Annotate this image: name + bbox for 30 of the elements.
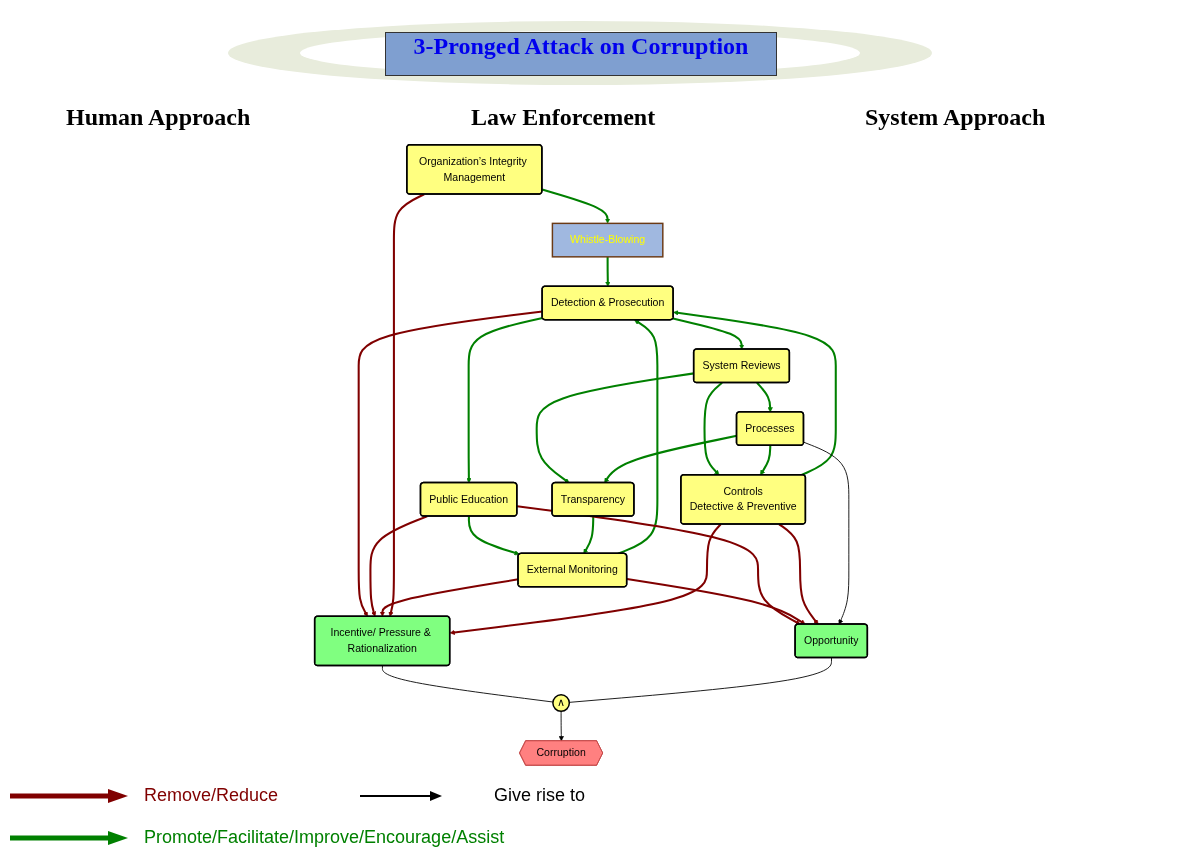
arrow [541, 188, 611, 224]
node-circle: ∧ [552, 694, 571, 713]
arrow [617, 319, 659, 555]
legend-label: Remove/Reduce [144, 785, 279, 806]
legend-label: Promote/Facilitate/Improve/Encourage/Assist [144, 827, 505, 848]
arrow [672, 317, 745, 350]
arrow [703, 382, 723, 476]
arrow [357, 310, 543, 617]
arrow [756, 382, 773, 413]
arrow [388, 193, 425, 617]
connector [568, 657, 832, 703]
arrow [583, 516, 595, 554]
section-heading: Law Enforcement [471, 104, 656, 131]
arrow [379, 578, 519, 617]
node-box: Whistle-Blowing [551, 222, 664, 258]
legend-label: Give rise to [494, 785, 586, 806]
arrow [467, 516, 520, 556]
arrow [778, 523, 819, 625]
arrow [466, 317, 543, 484]
arrow [604, 434, 737, 484]
section-heading: System Approach [865, 104, 1046, 131]
section-heading: Human Approach [66, 104, 251, 131]
title: 3-Pronged Attack on Corruption [385, 32, 777, 76]
connector [381, 665, 554, 703]
arrow [605, 256, 611, 287]
arrow [369, 515, 428, 617]
arrow [760, 445, 772, 476]
arrow [449, 523, 722, 635]
arrow [626, 578, 806, 625]
arrow [673, 310, 837, 476]
